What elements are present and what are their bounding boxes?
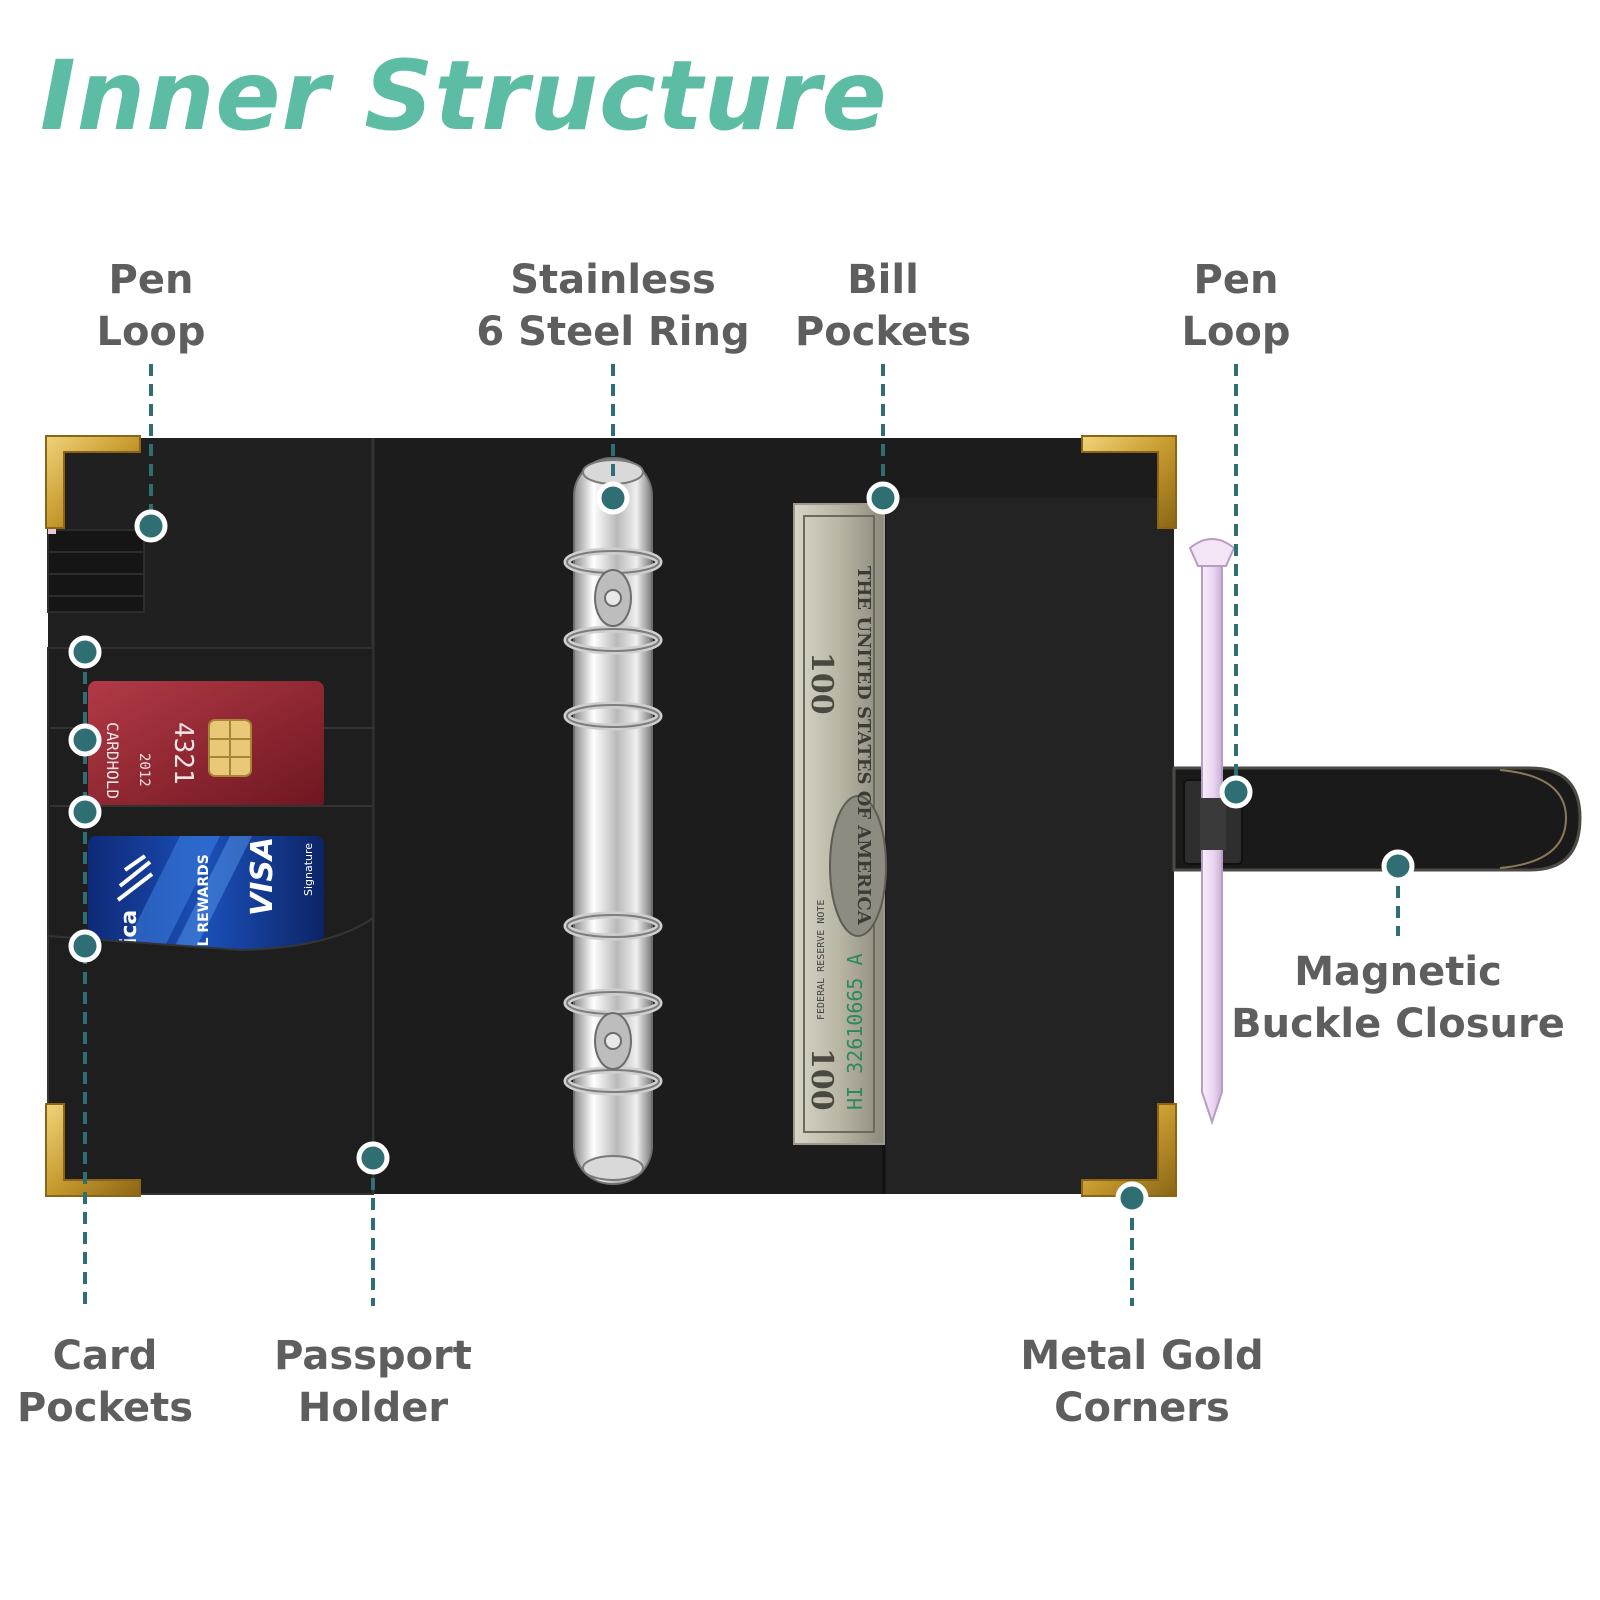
gold-corner (45, 435, 141, 529)
page-title: Inner Structure (40, 40, 888, 152)
card-number: 4321 (168, 722, 198, 785)
banknote-serial: HI 32610665 A (843, 953, 867, 1110)
banknote-side-text: FEDERAL RESERVE NOTE (816, 900, 827, 1020)
callout-dot (68, 929, 102, 963)
label-card-pockets: Card Pockets (16, 1333, 194, 1431)
label-gold-corners: Metal Gold Corners (1020, 1333, 1264, 1431)
card-program: EL REWARDS (196, 854, 212, 956)
label-magnetic-closure: Magnetic Buckle Closure (1231, 949, 1565, 1047)
label-bill-pockets: Bill Pockets (794, 257, 972, 355)
passport-pocket (47, 916, 374, 1195)
callout-dot (1219, 775, 1253, 809)
callout-dot (134, 509, 168, 543)
banknote-denomination: 100 (804, 652, 839, 715)
callout-dot (1115, 1181, 1149, 1215)
callout-dot (68, 723, 102, 757)
callout-dot (1381, 849, 1415, 883)
callout-dot (866, 481, 900, 515)
card-brand: VISA (245, 837, 280, 916)
card-year: 2012 (136, 753, 152, 787)
svg-text:100: 100 (804, 1048, 839, 1111)
card-holder: CARDHOLD (103, 722, 122, 799)
label-steel-ring: Stainless 6 Steel Ring (476, 257, 750, 355)
gold-corner (1081, 1103, 1177, 1197)
callout-dot (68, 795, 102, 829)
bill-pocket-flap (884, 498, 1174, 1194)
gold-corner (45, 1103, 141, 1197)
label-passport-holder: Passport Holder (274, 1333, 472, 1431)
red-credit-card (88, 681, 324, 809)
callout-dot (596, 481, 630, 515)
ring-mechanism (573, 457, 653, 1185)
callout-dot (356, 1141, 390, 1175)
banknote-portrait (829, 795, 887, 937)
gold-corner (1081, 435, 1177, 529)
left-pen-loop (47, 529, 145, 613)
label-pen-loop-right: Pen Loop (1181, 257, 1291, 355)
banknote-top-text: THE UNITED STATES OF AMERICA (853, 566, 874, 926)
callout-dot (68, 635, 102, 669)
magnetic-strap (1172, 766, 1582, 872)
label-pen-loop-left: Pen Loop (96, 257, 206, 355)
card-tier: Signature (302, 843, 315, 896)
